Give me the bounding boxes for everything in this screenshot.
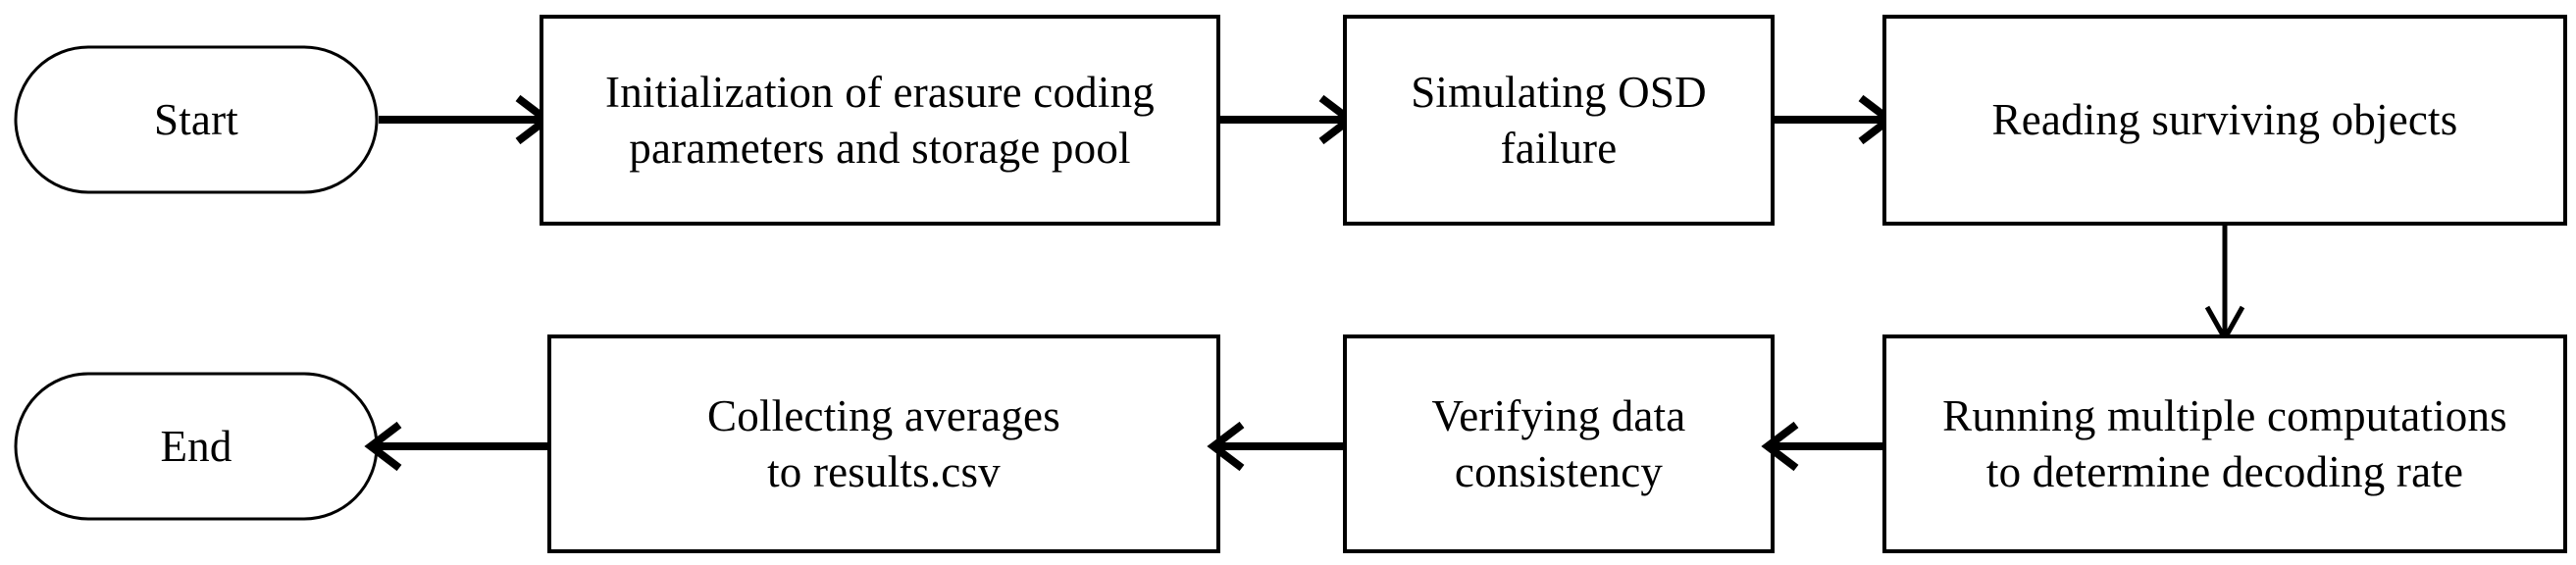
node-running-shape[interactable] xyxy=(1882,334,2567,553)
edge-verify-to-collect xyxy=(1207,421,1345,472)
node-collect-shape[interactable] xyxy=(547,334,1220,553)
node-reading-shape[interactable] xyxy=(1882,15,2567,226)
node-osd-shape[interactable] xyxy=(1343,15,1775,226)
edge-start-to-init xyxy=(379,94,553,145)
edge-collect-to-end xyxy=(364,421,549,472)
edge-reading-to-running xyxy=(2204,224,2245,344)
edge-init-to-osd xyxy=(1218,94,1357,145)
node-init-shape[interactable] xyxy=(540,15,1220,226)
node-end-shape[interactable] xyxy=(14,372,379,521)
edge-osd-to-reading xyxy=(1773,94,1896,145)
node-start-shape[interactable] xyxy=(14,45,379,194)
node-verify-shape[interactable] xyxy=(1343,334,1775,553)
edge-running-to-verify xyxy=(1761,421,1884,472)
